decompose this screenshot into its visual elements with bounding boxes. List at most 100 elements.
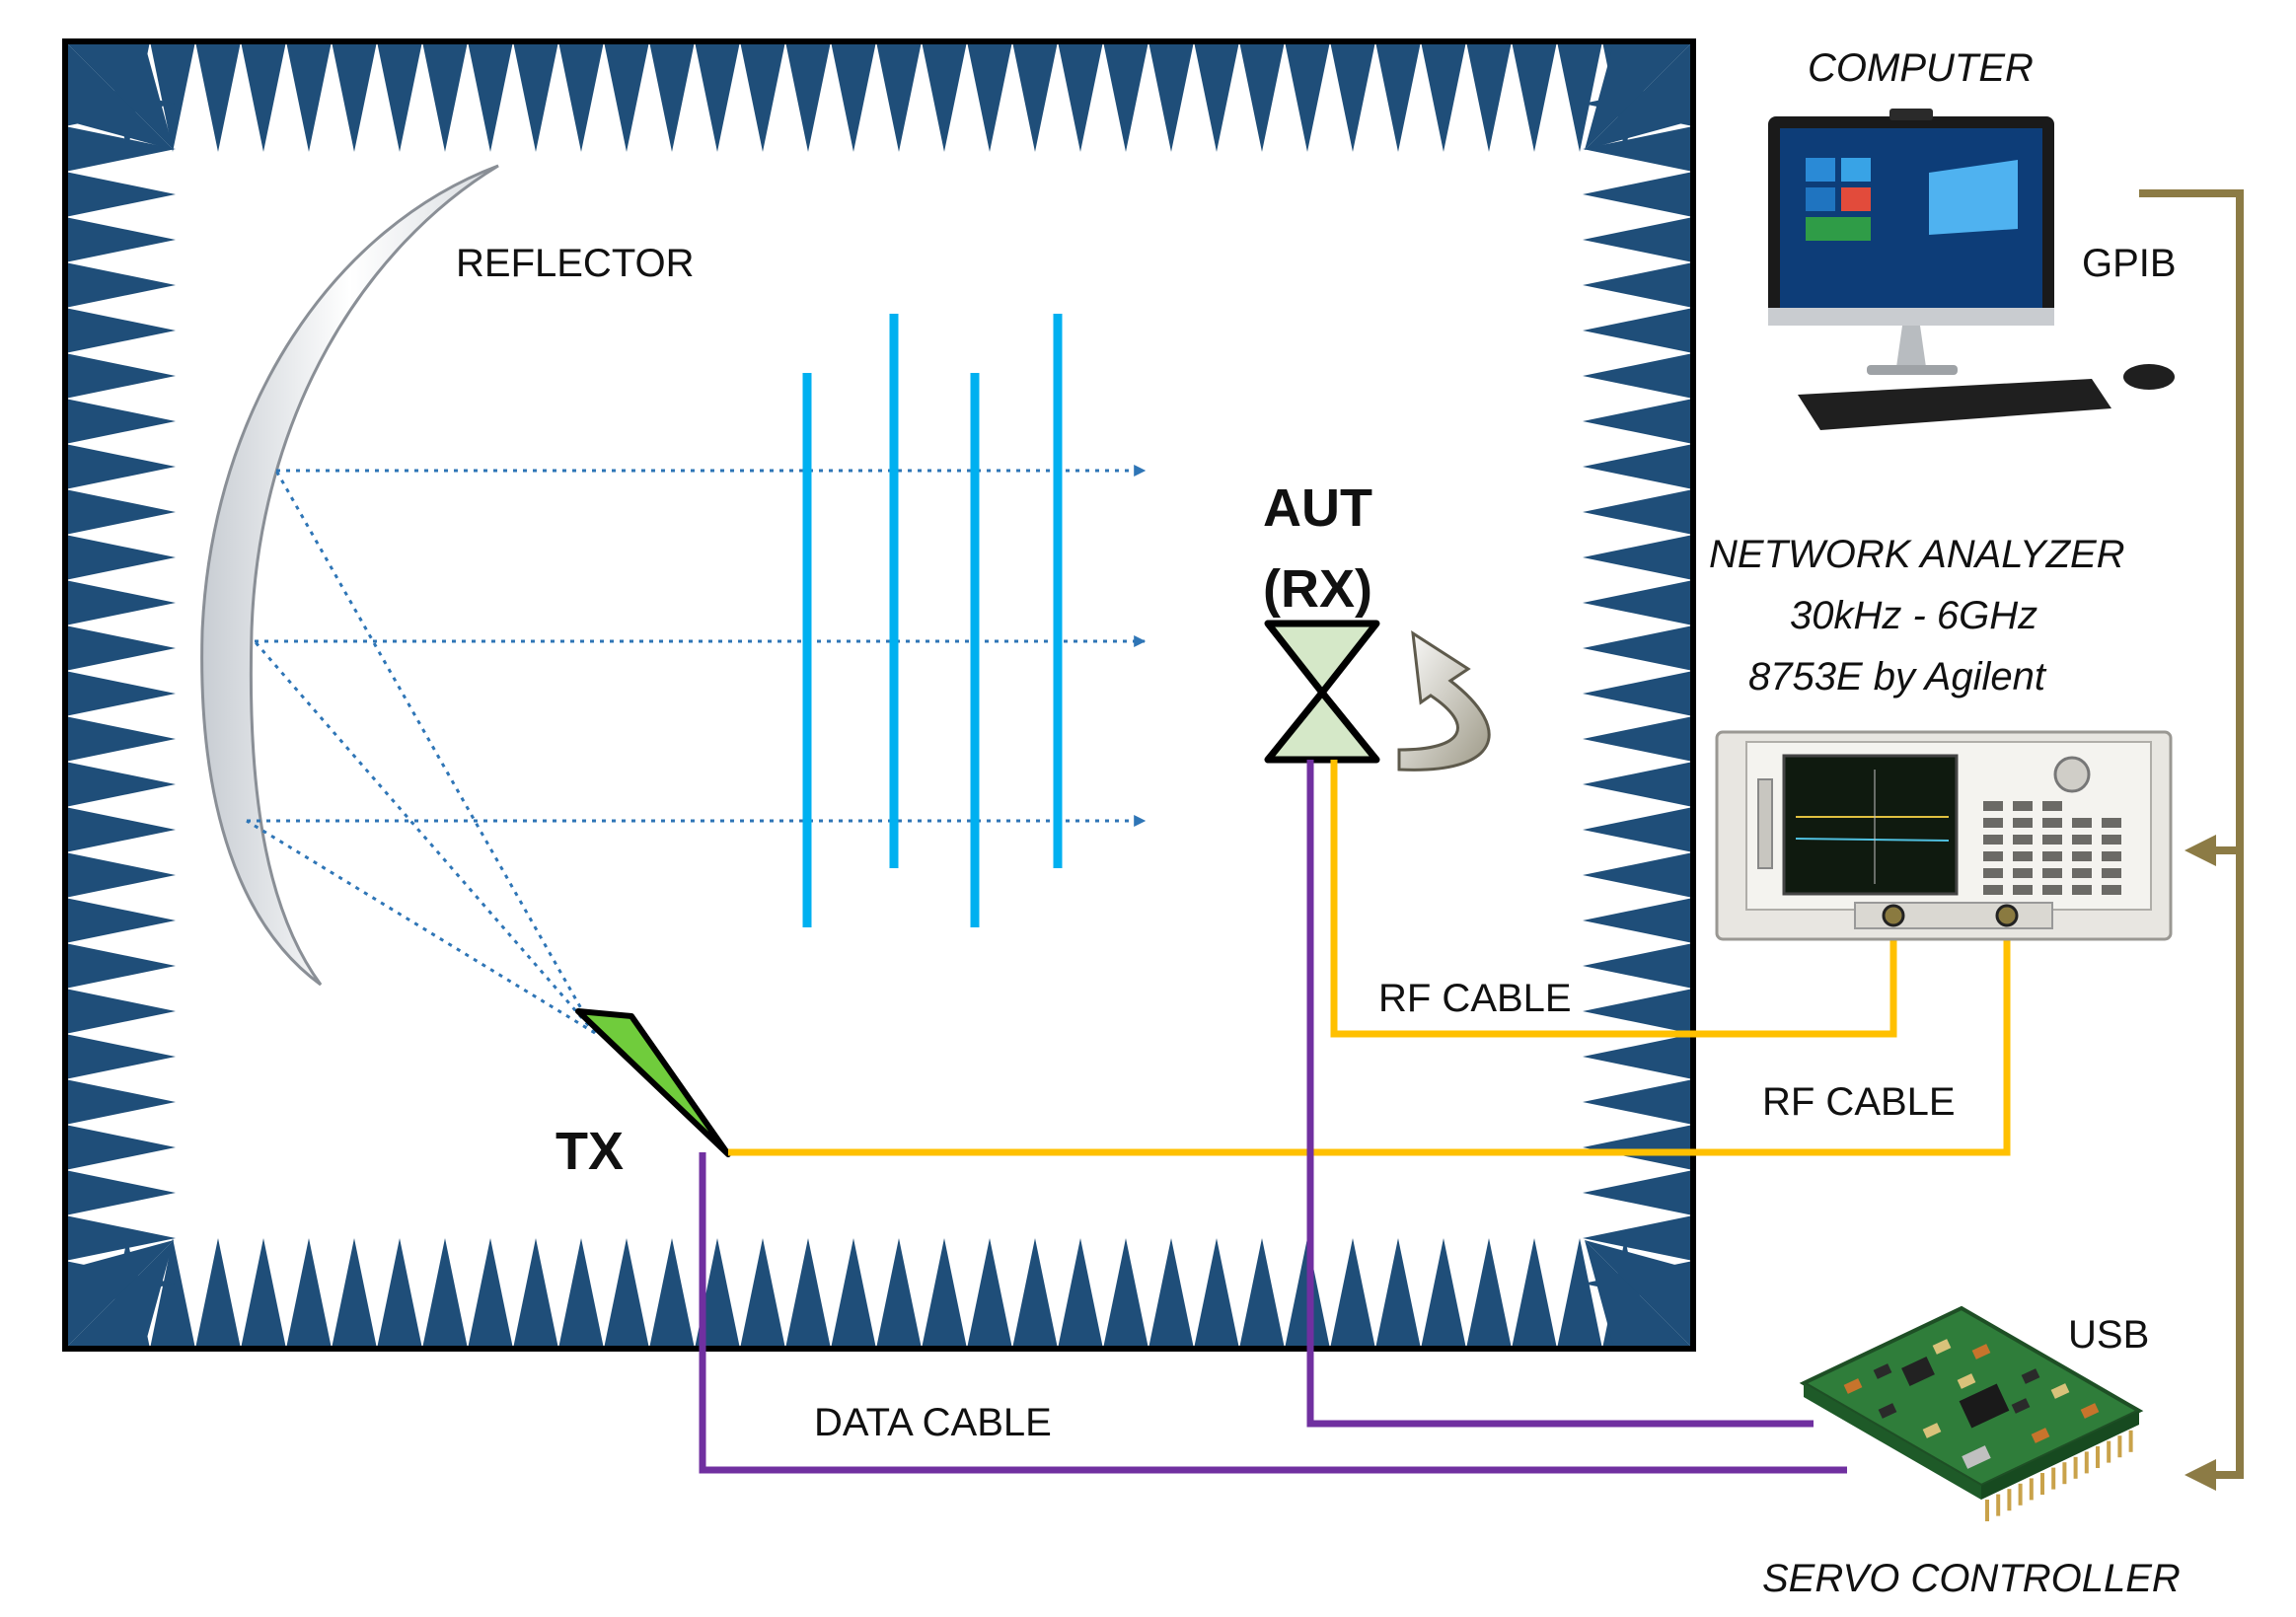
- pcb-connector: [1962, 1445, 1991, 1469]
- absorber-cone: [241, 1238, 286, 1349]
- absorber-cone: [65, 308, 176, 353]
- reflector: [200, 164, 499, 987]
- absorber-cone: [65, 1125, 176, 1170]
- absorber-cone: [1583, 399, 1693, 444]
- absorber-cone: [286, 1238, 332, 1349]
- absorber-cone: [195, 41, 241, 152]
- absorber-cone: [1583, 671, 1693, 716]
- absorber-cone: [65, 852, 176, 898]
- pcb-components: [1843, 1339, 2100, 1443]
- absorber-cone: [65, 399, 176, 444]
- absorber-cone: [922, 41, 967, 152]
- analyzer-key: [1983, 868, 2003, 878]
- absorber-cone: [1583, 807, 1693, 852]
- analyzer-keypad: [1983, 801, 2121, 895]
- absorber-cone: [876, 1238, 922, 1349]
- absorber-cone: [65, 535, 176, 580]
- mouse: [2123, 364, 2175, 390]
- pcb-component: [1843, 1378, 1863, 1394]
- absorber-cone: [1583, 1079, 1693, 1125]
- absorber-cone: [740, 1238, 785, 1349]
- absorber-cone: [1583, 535, 1693, 580]
- network-analyzer-icon: [1715, 730, 2173, 941]
- absorber-cone: [695, 41, 740, 152]
- absorber-cone: [468, 41, 513, 152]
- trace-line: [1795, 838, 1950, 842]
- rf-cable-label-aut: RF CABLE: [1378, 977, 1572, 1020]
- tx-horn: [575, 1008, 731, 1157]
- analyzer-key: [2102, 818, 2121, 828]
- rf-cables: [728, 760, 2011, 1156]
- absorber-cone: [65, 172, 176, 217]
- computer-label: COMPUTER: [1808, 46, 2034, 90]
- absorber-cone: [785, 41, 831, 152]
- absorber-cone: [65, 989, 176, 1034]
- absorber-cone: [65, 489, 176, 535]
- absorber-cone: [1421, 41, 1466, 152]
- analyzer-key: [2013, 885, 2033, 895]
- absorber-cone: [332, 41, 377, 152]
- analyzer-knob: [2053, 756, 2091, 793]
- absorber-cone: [1583, 989, 1693, 1034]
- pcb-component: [1932, 1339, 1952, 1355]
- pcb-component: [1878, 1403, 1897, 1419]
- absorber-cone: [649, 41, 695, 152]
- analyzer-key: [2042, 818, 2062, 828]
- servo-controller-icon: [1799, 1305, 2144, 1521]
- absorber-cone: [422, 1238, 468, 1349]
- aut-label: AUT: [1263, 478, 1372, 538]
- absorber-cone: [1103, 41, 1148, 152]
- feed-rays: [246, 470, 597, 1035]
- plane-wavefronts: [802, 314, 1063, 927]
- absorber-cone: [1330, 1238, 1375, 1349]
- absorber-cone: [1583, 1125, 1693, 1170]
- absorber-cone: [65, 580, 176, 625]
- gpib-label: GPIB: [2082, 242, 2177, 285]
- control-bus: [2139, 189, 2244, 1491]
- analyzer-key: [2072, 885, 2092, 895]
- data-cable-label: DATA CABLE: [814, 1401, 1052, 1444]
- analyzer-key: [2102, 885, 2121, 895]
- analyzer-screen: [1782, 754, 1959, 896]
- absorber-cone: [65, 1240, 174, 1349]
- absorber-cone: [1583, 580, 1693, 625]
- stand-base: [1867, 365, 1958, 375]
- analyzer-key: [1983, 835, 2003, 845]
- absorber-cone: [558, 1238, 604, 1349]
- parabolic-reflector: [200, 164, 499, 987]
- pcb-component: [2021, 1368, 2040, 1384]
- analyzer-key: [2102, 868, 2121, 878]
- analyzer-floppy: [1757, 778, 1773, 869]
- absorber-cone: [967, 1238, 1012, 1349]
- absorber-cone: [1583, 444, 1693, 489]
- absorber-cone: [1194, 1238, 1239, 1349]
- rf-cable-aut: [1330, 760, 1897, 1038]
- pcb-chip: [1901, 1357, 1935, 1386]
- absorber-cone: [1583, 1170, 1693, 1215]
- absorber-cone: [1058, 41, 1103, 152]
- absorber-cone: [513, 1238, 558, 1349]
- absorber-cone: [831, 41, 876, 152]
- absorber-cone: [65, 262, 176, 308]
- absorber-cone: [1583, 353, 1693, 399]
- pcb-component: [1922, 1423, 1942, 1438]
- absorber-cone: [1583, 1215, 1693, 1261]
- absorber-cone: [831, 1238, 876, 1349]
- absorber-cone: [1583, 489, 1693, 535]
- analyzer-key: [1983, 818, 2003, 828]
- absorber-cone: [377, 41, 422, 152]
- absorber-cone: [1512, 1238, 1557, 1349]
- absorber-cone: [65, 898, 176, 943]
- data-cable-tx: [699, 1152, 1847, 1474]
- analyzer-key: [2102, 835, 2121, 845]
- absorber-cone: [740, 41, 785, 152]
- absorber-cone: [65, 762, 176, 807]
- tx-horn-antenna: [575, 1008, 731, 1157]
- absorber-cone: [422, 41, 468, 152]
- analyzer-key: [2102, 851, 2121, 861]
- absorber-cone: [604, 1238, 649, 1349]
- absorber-cone: [876, 41, 922, 152]
- absorber-cone: [1194, 41, 1239, 152]
- rotation-arrow-icon: [1397, 630, 1491, 772]
